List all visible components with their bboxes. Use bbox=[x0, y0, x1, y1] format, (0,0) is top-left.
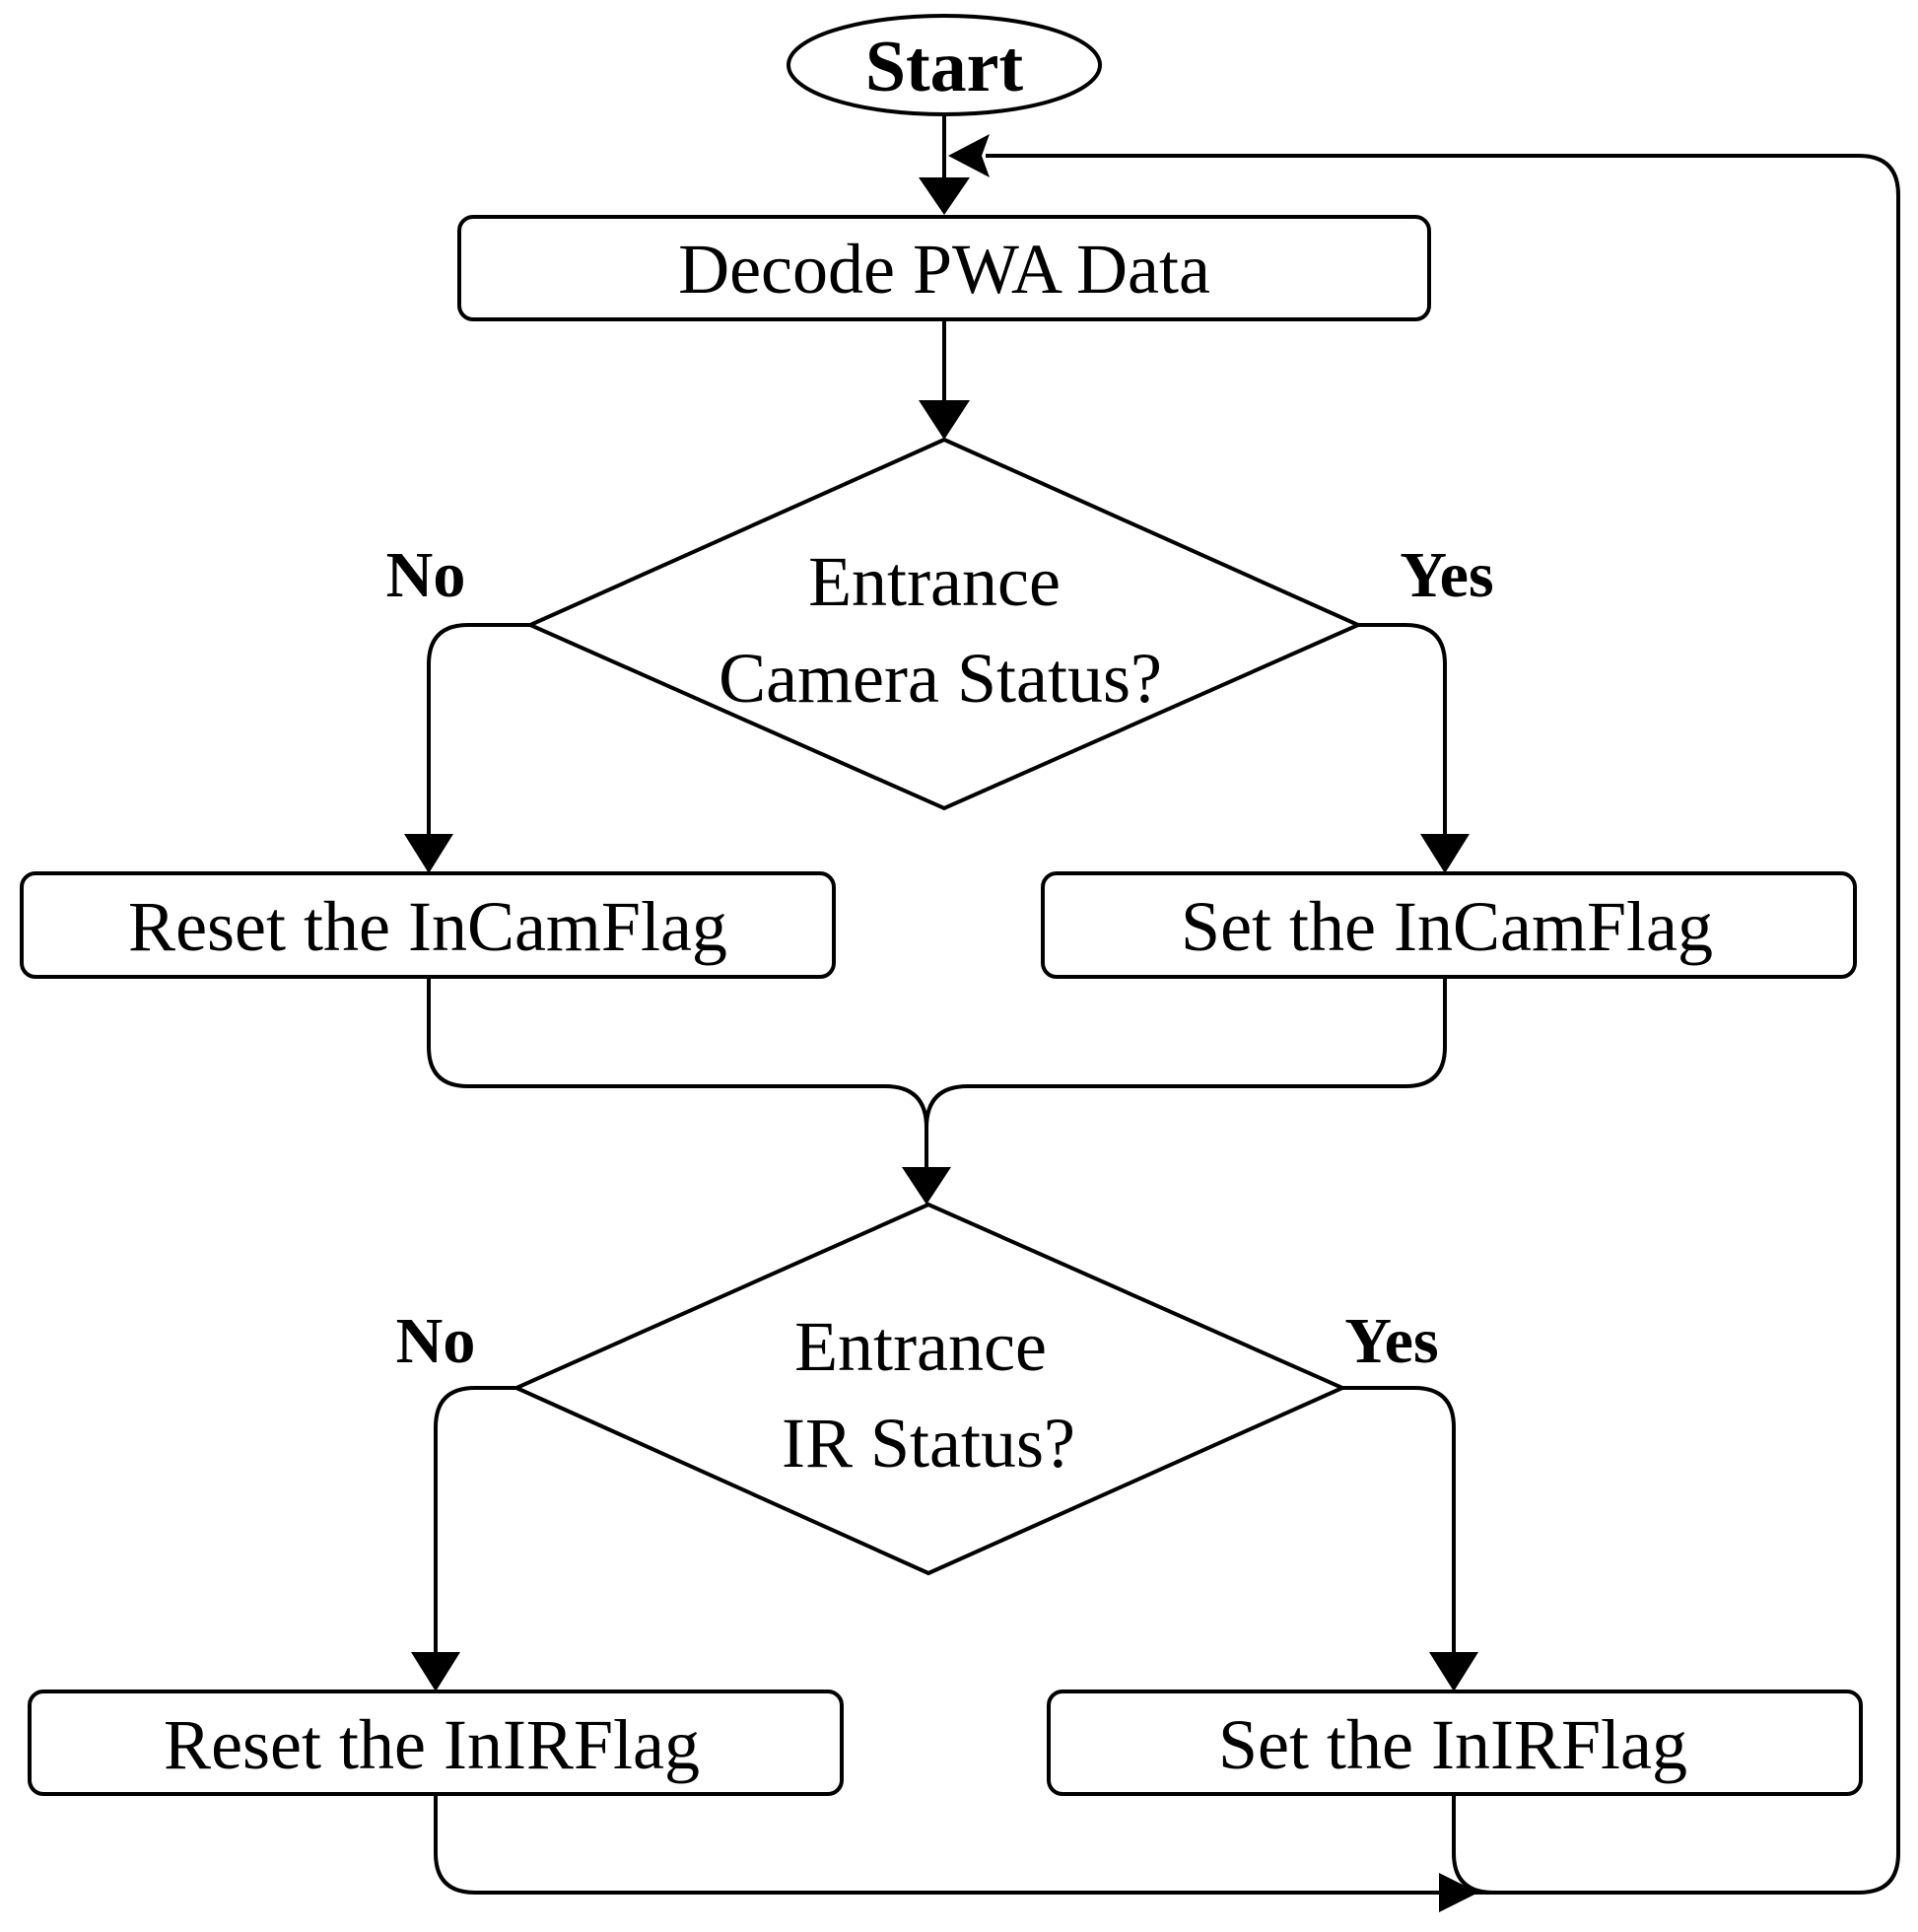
reset-inirflag-label: Reset the InIRFlag bbox=[164, 1705, 700, 1784]
decision-entrance-camera-status: Entrance Camera Status? bbox=[525, 437, 1363, 811]
decision2-yes-label: Yes bbox=[1344, 1305, 1438, 1377]
set-incamflag-label: Set the InCamFlag bbox=[1181, 887, 1713, 966]
decision2-line2: IR Status? bbox=[782, 1404, 1075, 1483]
set-incamflag-box: Set the InCamFlag bbox=[1041, 871, 1857, 979]
decision1-line2: Camera Status? bbox=[719, 639, 1162, 718]
set-inirflag-box: Set the InIRFlag bbox=[1047, 1690, 1863, 1796]
decision-entrance-ir-status: Entrance IR Status? bbox=[512, 1202, 1347, 1576]
decision2-line1: Entrance bbox=[794, 1307, 1047, 1386]
start-label: Start bbox=[865, 27, 1024, 107]
start-node: Start bbox=[787, 14, 1102, 116]
decision1-no-label: No bbox=[386, 539, 466, 611]
decode-pwa-data-box: Decode PWA Data bbox=[457, 215, 1431, 321]
decision1-yes-label: Yes bbox=[1400, 539, 1493, 611]
reset-incamflag-box: Reset the InCamFlag bbox=[20, 871, 836, 979]
set-inirflag-label: Set the InIRFlag bbox=[1218, 1705, 1687, 1784]
reset-incamflag-label: Reset the InCamFlag bbox=[128, 887, 727, 966]
decision2-no-label: No bbox=[396, 1305, 476, 1377]
decision1-line1: Entrance bbox=[808, 542, 1061, 621]
reset-inirflag-box: Reset the InIRFlag bbox=[28, 1690, 844, 1796]
decode-pwa-data-label: Decode PWA Data bbox=[678, 230, 1210, 309]
connectors bbox=[404, 114, 1900, 1912]
